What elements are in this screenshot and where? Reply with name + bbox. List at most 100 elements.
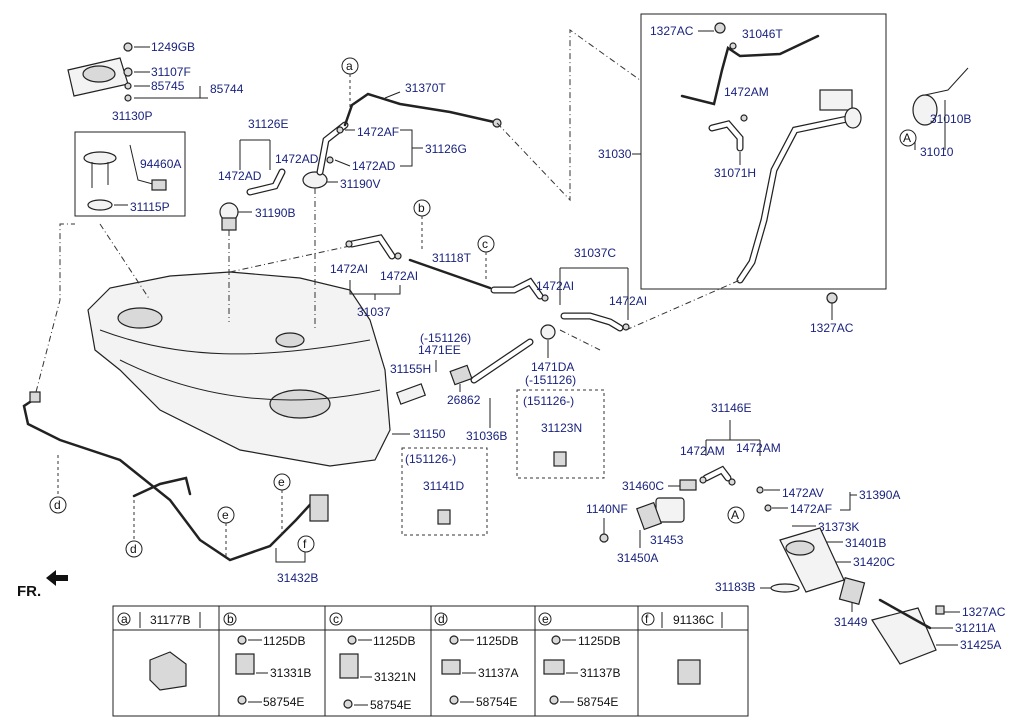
tube-31432b <box>22 391 329 562</box>
label-31115p: 31115P <box>130 200 170 214</box>
legend-f-key-text: f <box>645 612 649 626</box>
clip-1472ai-c <box>541 294 549 302</box>
label-1472am-b: 1472AM <box>680 444 725 458</box>
label-31107f: 31107F <box>151 65 191 79</box>
filler-pipe-31030 <box>736 89 862 284</box>
valve-31190b <box>219 202 239 231</box>
label-1472ad-b: 1472AD <box>275 152 319 166</box>
legend-f-part: 91136C <box>673 613 714 627</box>
option-box-31141d <box>401 447 488 536</box>
label-31010b: 31010B <box>930 112 971 126</box>
nut-1327ac-a <box>714 22 726 34</box>
legend-a-part: 31177B <box>150 613 190 627</box>
callout-d-left-text: d <box>54 498 61 512</box>
legend-b-clip-icon <box>235 653 255 675</box>
label-151126-c: (151126-) <box>523 394 574 408</box>
legend-b-bolt-icon <box>237 635 247 645</box>
nut-1327ac-c <box>935 605 945 615</box>
label-31211a: 31211A <box>955 621 995 635</box>
label-31373k: 31373K <box>818 520 859 534</box>
clip-1472am-c <box>728 478 736 486</box>
label-31130p: 31130P <box>112 109 152 123</box>
callout-a-top-text: a <box>346 59 353 73</box>
callout-e-mid-text: e <box>222 508 229 522</box>
label-1472af-b: 1472AF <box>790 502 832 516</box>
legend-e-part-2: 31137B <box>580 666 620 680</box>
label-31155h: 31155H <box>390 362 431 376</box>
label-31190b: 31190B <box>255 206 295 220</box>
legend-b-part-3: 58754E <box>263 695 304 709</box>
label-151126-d: (151126-) <box>405 452 456 466</box>
clip-1472af-b <box>764 504 772 512</box>
legend-e-part-3: 58754E <box>577 695 618 709</box>
legend-a-pad-icon <box>149 651 187 691</box>
callout-A-right <box>899 129 917 147</box>
fuel-cap-31010 <box>912 67 969 126</box>
label-31123n: 31123N <box>541 421 582 435</box>
label-31190v: 31190V <box>340 177 380 191</box>
label-31010: 31010 <box>920 145 954 159</box>
label-31420c: 31420C <box>853 555 895 569</box>
label-85744: 85744 <box>210 82 244 96</box>
label-1472af-a: 1472AF <box>357 125 399 139</box>
legend-b-key-text: b <box>227 612 234 626</box>
legend-b-key <box>223 612 237 626</box>
label-31126g: 31126G <box>425 142 467 156</box>
label-31183b: 31183B <box>715 580 755 594</box>
clip-85744 <box>124 94 132 102</box>
legend-d-key <box>434 612 448 626</box>
legend-e-bolt-icon <box>551 635 561 645</box>
callout-A-right-text: A <box>903 131 911 145</box>
seal-26862 <box>449 364 473 386</box>
legend-d-part-3: 58754E <box>476 695 517 709</box>
label-31037: 31037 <box>357 305 391 319</box>
bolt-1140nf <box>599 533 609 543</box>
bracket-31450a <box>636 501 662 531</box>
filter-31460c <box>679 479 697 491</box>
label-1472am-c: 1472AM <box>736 441 781 455</box>
label-31460c: 31460C <box>622 479 664 493</box>
clip-31141d <box>437 509 451 525</box>
legend-c-key-text: c <box>333 612 339 626</box>
label-151126-b: (-151126) <box>525 373 576 387</box>
valve-31453 <box>636 497 685 531</box>
legend-b-part-1: 1125DB <box>263 634 305 648</box>
label-31030: 31030 <box>598 147 632 161</box>
label-1472av: 1472AV <box>782 486 824 500</box>
label-31370t: 31370T <box>405 81 446 95</box>
tank-port-left <box>117 307 163 329</box>
canister-head <box>819 89 853 111</box>
callout-d-left <box>49 496 67 514</box>
callout-b-top-text: b <box>418 201 425 215</box>
label-31453: 31453 <box>650 533 684 547</box>
clip-1472am-b <box>699 476 707 484</box>
filler-neck-box <box>640 13 887 290</box>
float-94460a <box>151 179 167 191</box>
legend-d-nut-icon <box>449 695 459 705</box>
clamp-1471da <box>540 324 556 340</box>
legend-c-bolt-icon <box>347 635 357 645</box>
pump-cover-group <box>67 42 208 102</box>
bracket-31449 <box>838 577 866 605</box>
label-31036b: 31036B <box>466 429 507 443</box>
callout-A-mid <box>727 506 745 524</box>
label-31118t: 31118T <box>432 251 472 265</box>
front-arrow-icon <box>46 570 68 586</box>
callout-A-mid-text: A <box>731 508 739 522</box>
callout-d-bottom-text: d <box>130 542 137 556</box>
sender-assembly <box>83 144 167 211</box>
tube-connector-right <box>309 494 329 522</box>
legend-e-nut-icon <box>549 695 559 705</box>
label-1249gb: 1249GB <box>151 40 195 54</box>
legend-a-key-text: a <box>121 612 128 626</box>
legend-a-key <box>117 612 131 626</box>
label-1327ac-a: 1327AC <box>650 24 694 38</box>
label-31449: 31449 <box>834 615 868 629</box>
legend-e-part-1: 1125DB <box>578 634 620 648</box>
legend-d-key-text: d <box>438 612 445 626</box>
legend-d-bolt-icon <box>449 635 459 645</box>
label-1140nf: 1140NF <box>586 502 628 516</box>
tank-port-main <box>269 389 331 419</box>
label-1471ee: 1471EE <box>418 343 461 357</box>
legend-f-key <box>641 612 655 626</box>
